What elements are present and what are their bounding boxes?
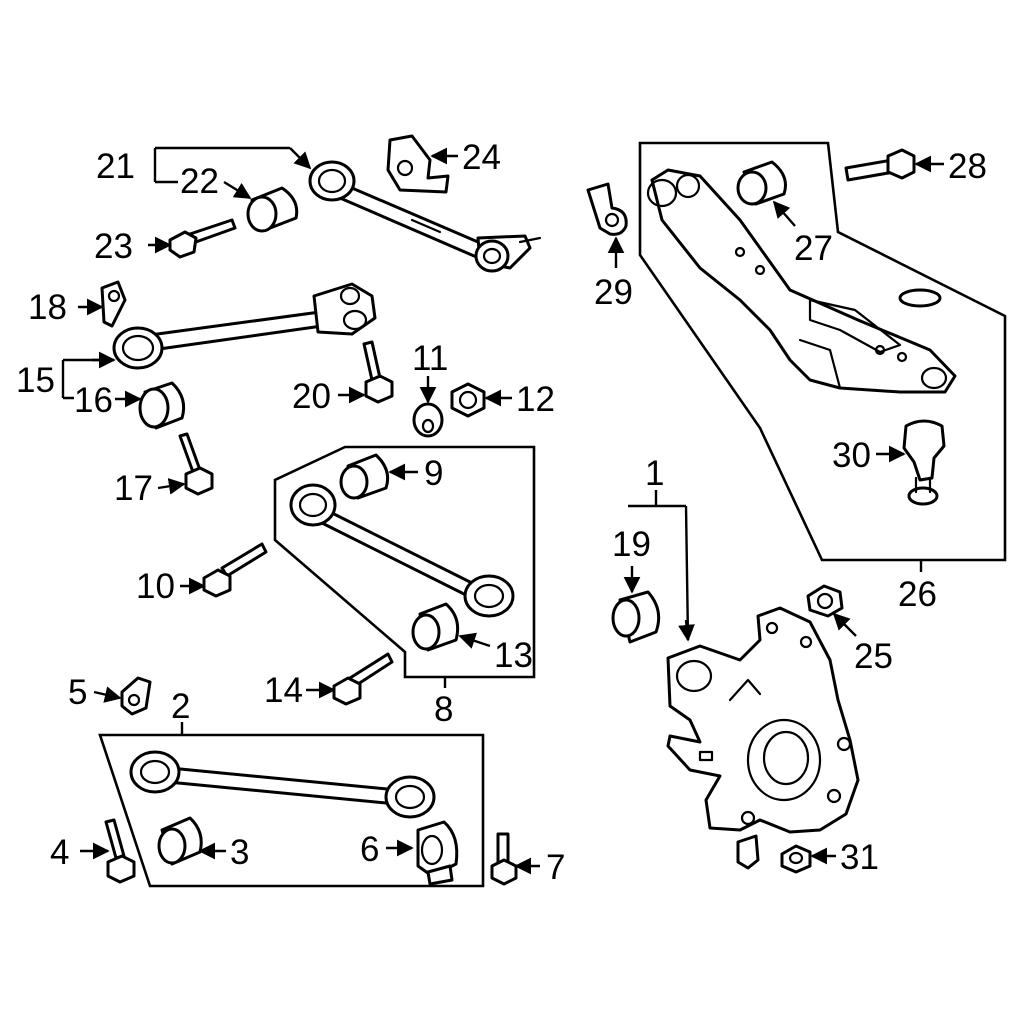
callout-19: 19 [612,525,651,564]
bolt-17 [178,432,214,496]
bolt-14 [332,652,394,706]
leader-lines [61,146,944,875]
callout-13: 13 [494,636,533,675]
callout-28: 28 [948,147,987,186]
callout-29: 29 [594,273,633,312]
callout-27: 27 [794,229,833,268]
bushing-22 [246,186,299,233]
callout-2: 2 [171,687,190,726]
bolt-23 [168,218,237,259]
callout-21: 21 [96,147,135,186]
nut-18 [100,280,127,328]
callout-4: 4 [50,833,69,872]
knuckle-1 [666,606,860,870]
bushing-19 [611,590,661,644]
bracket-24 [386,134,450,194]
bushing-27 [736,160,787,206]
callout-31: 31 [840,838,879,877]
group-box-8 [273,445,536,679]
bolt-28 [844,148,916,182]
washer-11 [412,402,444,438]
callout-22: 22 [180,162,219,201]
callout-6: 6 [360,830,379,869]
nut-31 [780,844,812,874]
callout-1: 1 [645,454,664,493]
upper-control-arm-21 [308,160,542,273]
bushing-9 [339,453,390,500]
bushing-6 [416,820,459,886]
group-box-26 [638,141,1007,562]
bolt-4 [104,818,136,884]
nut-12 [450,382,486,418]
callout-5: 5 [68,673,87,712]
callout-7: 7 [546,848,565,887]
callout-16: 16 [74,381,113,420]
nut-5 [120,676,152,716]
callout-26: 26 [898,575,937,614]
callout-11: 11 [412,339,448,378]
callout-12: 12 [516,380,555,419]
bushing-16 [138,381,186,430]
callout-10: 10 [136,567,175,606]
toe-link-15 [112,282,377,370]
callout-18: 18 [28,288,67,327]
callout-25: 25 [854,637,893,676]
trailing-arm-26 [646,168,957,394]
callout-9: 9 [424,454,443,493]
bushing-3 [157,816,203,866]
nut-25 [806,584,844,618]
callout-labels: 21 22 23 24 18 15 16 17 20 11 12 9 10 13… [16,138,987,887]
bolt-10 [202,542,268,598]
lower-arm-8 [289,483,515,618]
ball-joint-30 [902,419,946,506]
callout-14: 14 [264,671,303,710]
group-box-2 [98,733,485,888]
bracket-29 [586,182,628,236]
callout-8: 8 [434,690,453,729]
callout-15: 15 [16,361,55,400]
bolt-20 [362,340,394,404]
seal-ring [898,288,942,308]
bolt-7 [490,832,518,886]
lateral-link-2 [129,750,436,819]
bushing-13 [411,602,460,652]
callout-24: 24 [462,138,501,177]
callout-20: 20 [292,377,331,416]
callout-17: 17 [114,469,153,508]
callout-23: 23 [94,227,133,266]
callout-30: 30 [832,436,871,475]
callout-3: 3 [230,833,249,872]
